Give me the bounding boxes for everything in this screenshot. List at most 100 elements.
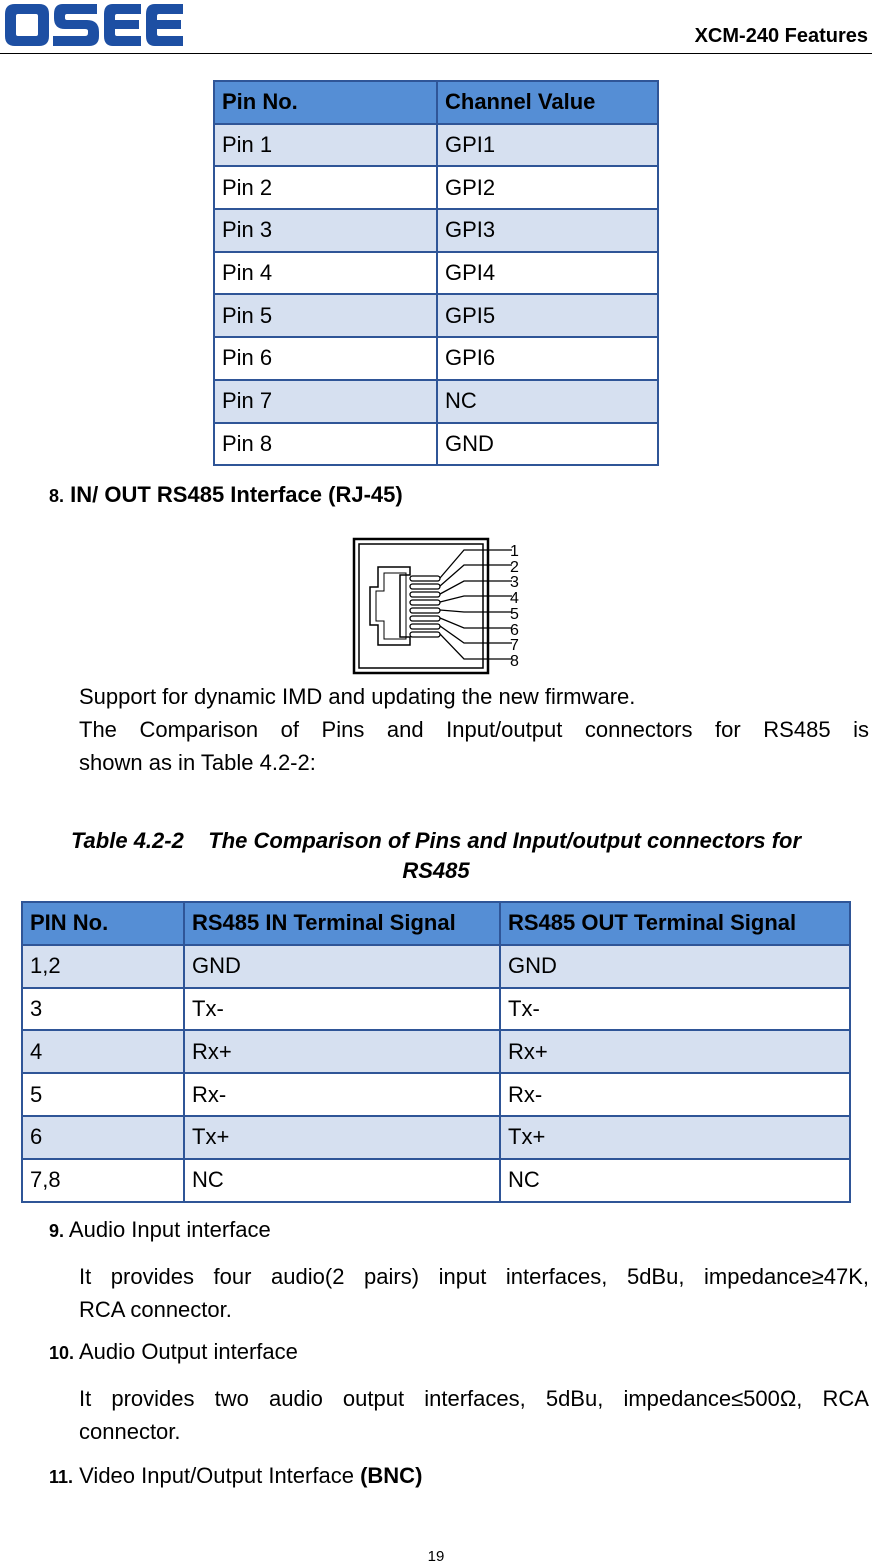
table-cell: Rx- <box>499 1072 851 1117</box>
table-cell: Tx- <box>499 986 851 1032</box>
column-header: PIN No. <box>21 901 185 946</box>
section-title: Audio Output interface <box>78 1339 298 1364</box>
caption-line: RS485 <box>402 858 470 883</box>
rj45-port-inner <box>375 572 407 640</box>
section-11-heading: 11. Video Input/Output Interface (BNC) <box>49 1463 422 1489</box>
column-header: Pin No. <box>213 80 438 125</box>
paragraph: shown as in Table 4.2-2: <box>79 750 316 775</box>
table-caption: Table 4.2-2 The Comparison of Pins and I… <box>0 826 872 886</box>
rs485-pin-table: PIN No. RS485 IN Terminal Signal RS485 O… <box>21 901 851 1203</box>
section-number: 8. <box>49 486 65 506</box>
table-cell: Pin 8 <box>213 421 438 467</box>
caption-line: Table 4.2-2 The Comparison of Pins and I… <box>70 828 802 853</box>
section-9-body: It provides four audio(2 pairs) input in… <box>79 1260 869 1326</box>
rj45-outer-frame <box>352 537 490 675</box>
table-cell: Tx+ <box>499 1114 851 1160</box>
table-cell: GPI2 <box>436 165 659 211</box>
section-title: IN/ OUT RS485 Interface (RJ-45) <box>70 482 403 507</box>
paragraph: The Comparison of Pins and Input/output … <box>79 717 869 742</box>
pin-label: 3 <box>510 574 519 591</box>
table-cell: 4 <box>21 1029 185 1075</box>
column-header: RS485 OUT Terminal Signal <box>499 901 851 946</box>
table-cell: NC <box>499 1157 851 1203</box>
section-10-heading: 10. Audio Output interface <box>49 1339 298 1365</box>
table-cell: Pin 1 <box>213 122 438 168</box>
rj45-connector-diagram: 1 2 3 4 5 6 7 8 <box>352 537 519 675</box>
section-number: 9. <box>49 1221 65 1241</box>
section-title: Audio Input interface <box>68 1217 271 1242</box>
page-number: 19 <box>427 1548 445 1565</box>
header-divider <box>0 53 872 54</box>
table-cell: Rx+ <box>499 1029 851 1075</box>
table-cell: GPI6 <box>436 336 659 381</box>
rj45-inner-frame <box>358 543 484 669</box>
table-cell: Pin 5 <box>213 293 438 339</box>
table-cell: 5 <box>21 1072 185 1117</box>
table-cell: Pin 7 <box>213 378 438 424</box>
section-9-heading: 9. Audio Input interface <box>49 1217 271 1243</box>
rj45-contacts <box>409 575 441 638</box>
paragraph: It provides two audio output interfaces,… <box>79 1386 869 1411</box>
section-number: 11. <box>49 1467 74 1487</box>
table-cell: NC <box>436 378 659 424</box>
pin-label: 7 <box>510 637 519 654</box>
rj45-leader-lines <box>439 549 512 660</box>
page-header: XCM-240 Features <box>0 0 872 54</box>
section-8-body: Support for dynamic IMD and updating the… <box>79 680 869 779</box>
column-header: Channel Value <box>436 80 659 125</box>
section-title-emphasis: (BNC) <box>360 1463 423 1488</box>
table-cell: GND <box>183 943 501 989</box>
table-cell: Pin 3 <box>213 208 438 253</box>
paragraph: Support for dynamic IMD and updating the… <box>79 684 636 709</box>
table-cell: 7,8 <box>21 1157 185 1203</box>
table-cell: Tx+ <box>183 1114 501 1160</box>
table-cell: GND <box>436 421 659 467</box>
paragraph: connector. <box>79 1419 181 1444</box>
table-cell: Tx- <box>183 986 501 1032</box>
pin-label: 2 <box>510 559 519 576</box>
table-cell: 1,2 <box>21 943 185 989</box>
pin-label: 1 <box>510 543 519 560</box>
paragraph: RCA connector. <box>79 1297 232 1322</box>
document-title: XCM-240 Features <box>694 25 868 47</box>
table-cell: Pin 2 <box>213 165 438 211</box>
rj45-port-outline <box>369 566 411 646</box>
table-cell: Rx+ <box>183 1029 501 1075</box>
section-number: 10. <box>49 1343 75 1363</box>
table-cell: 6 <box>21 1114 185 1160</box>
table-cell: GPI4 <box>436 250 659 296</box>
pin-label: 6 <box>510 622 519 639</box>
table-cell: Pin 4 <box>213 250 438 296</box>
section-10-body: It provides two audio output interfaces,… <box>79 1382 869 1448</box>
table-cell: GPI1 <box>436 122 659 168</box>
pin-label: 4 <box>510 590 519 607</box>
osee-logo <box>5 4 183 46</box>
pin-label: 8 <box>510 653 519 670</box>
pin-label: 5 <box>510 606 519 623</box>
column-header: RS485 IN Terminal Signal <box>183 901 501 946</box>
section-8-heading: 8. IN/ OUT RS485 Interface (RJ-45) <box>49 482 403 508</box>
table-cell: GPI3 <box>436 208 659 253</box>
table-cell: Pin 6 <box>213 336 438 381</box>
table-cell: GPI5 <box>436 293 659 339</box>
table-header-row: Pin No. Channel Value <box>213 80 659 125</box>
section-title: Video Input/Output Interface <box>79 1463 354 1488</box>
table-cell: GND <box>499 943 851 989</box>
table-cell: NC <box>183 1157 501 1203</box>
paragraph: It provides four audio(2 pairs) input in… <box>79 1264 869 1289</box>
